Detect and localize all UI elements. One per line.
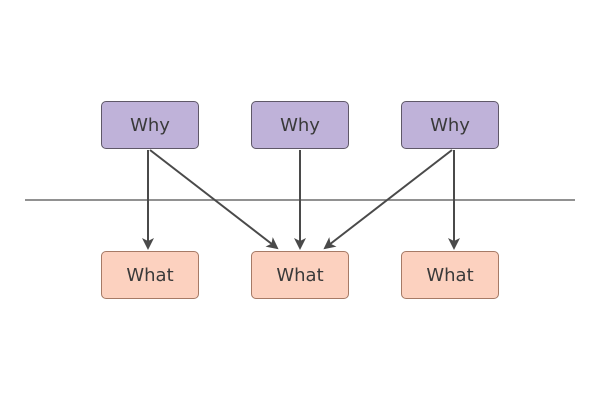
why-node-3: Why bbox=[401, 101, 499, 149]
edge-why3-what2 bbox=[323, 149, 453, 250]
what-node-1-label: What bbox=[126, 264, 174, 286]
why-node-1: Why bbox=[101, 101, 199, 149]
what-node-2-label: What bbox=[276, 264, 324, 286]
what-node-2: What bbox=[251, 251, 349, 299]
what-node-3: What bbox=[401, 251, 499, 299]
why-node-2-label: Why bbox=[280, 114, 320, 136]
why-node-3-label: Why bbox=[430, 114, 470, 136]
what-node-1: What bbox=[101, 251, 199, 299]
what-node-3-label: What bbox=[426, 264, 474, 286]
edge-why1-what2 bbox=[149, 149, 279, 250]
why-node-1-label: Why bbox=[130, 114, 170, 136]
why-node-2: Why bbox=[251, 101, 349, 149]
